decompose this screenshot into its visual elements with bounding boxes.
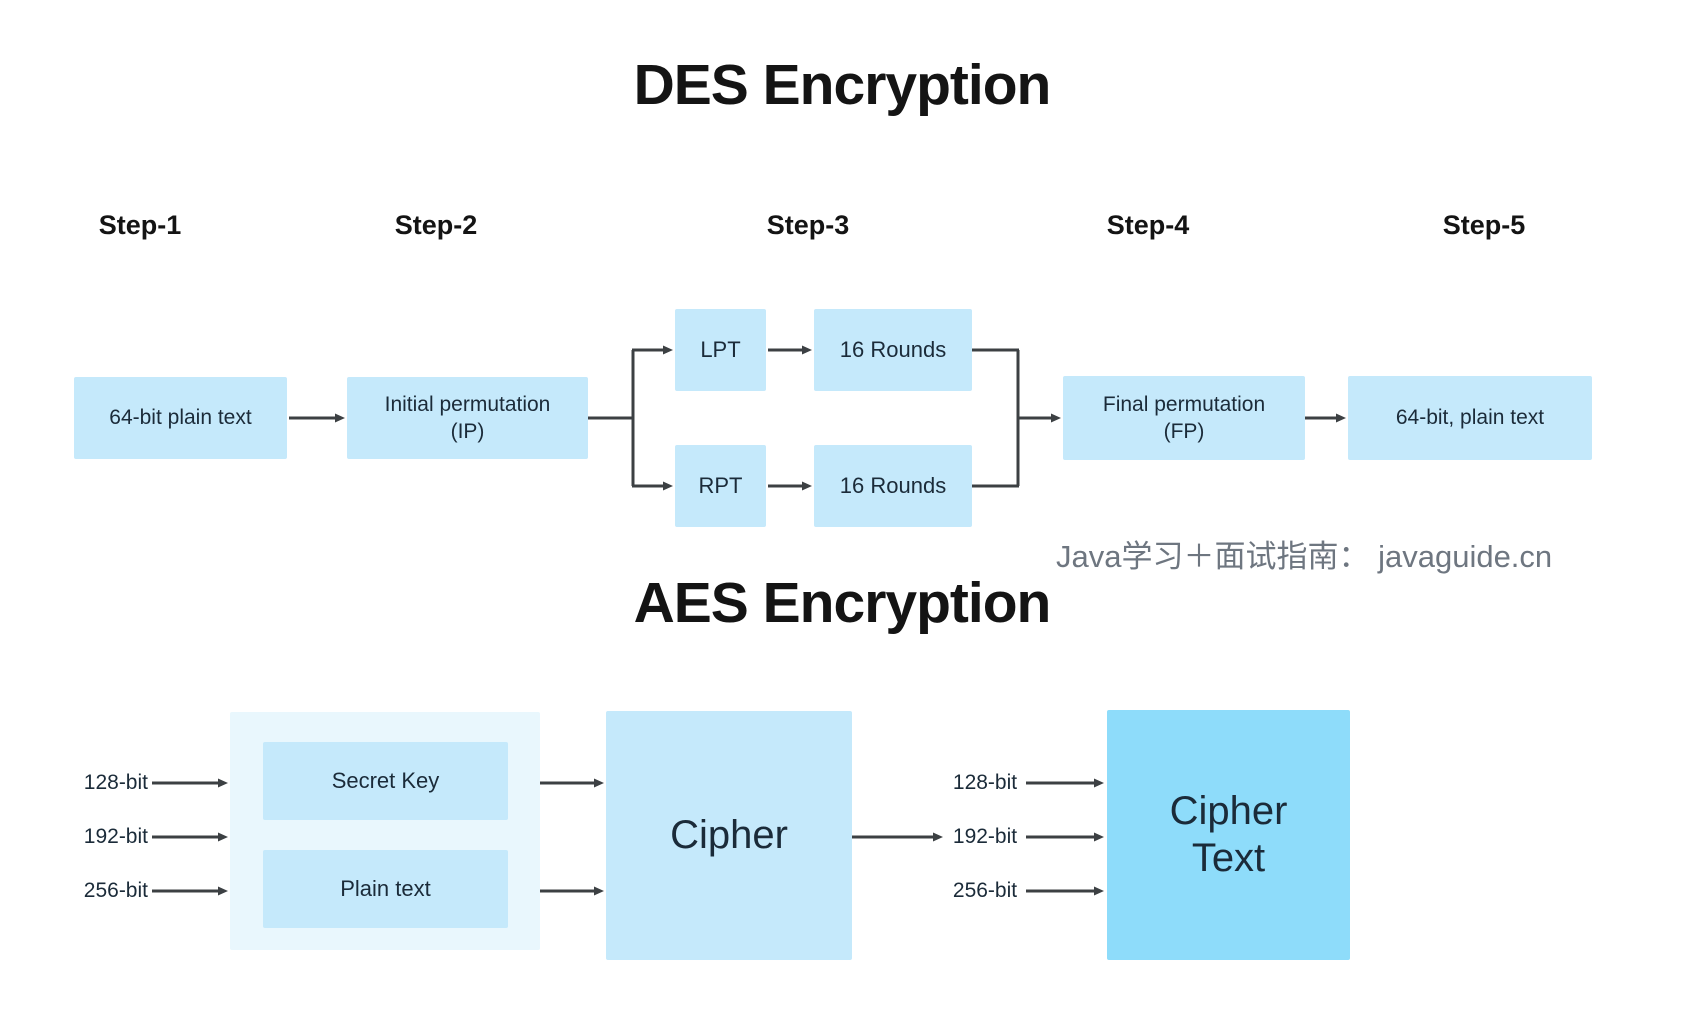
node-lpt: LPT (675, 309, 766, 391)
node-label: LPT (700, 336, 741, 362)
node-cipher: Cipher (606, 711, 852, 960)
aes-right-keysize-192: 192-bit (952, 825, 1018, 848)
aes-right-keysize-128: 128-bit (952, 771, 1018, 794)
step-1-label: Step-1 (98, 210, 182, 240)
node-label-line1: Initial permutation (384, 392, 551, 416)
node-label-line1: Cipher (1169, 788, 1288, 833)
node-initial-permutation: Initial permutation (IP) (347, 377, 588, 459)
node-label: Plain text (340, 875, 431, 901)
node-label-line1: Final permutation (1102, 392, 1266, 416)
node-label: 16 Rounds (839, 472, 947, 498)
node-label: Secret Key (331, 767, 440, 793)
aes-right-keysize-256: 256-bit (952, 879, 1018, 902)
node-label: 64-bit, plain text (1395, 406, 1545, 430)
node-label: Cipher (670, 812, 788, 857)
node-secret-key: Secret Key (263, 742, 508, 820)
node-final-permutation: Final permutation (FP) (1063, 376, 1305, 460)
node-label: RPT (698, 472, 743, 498)
node-label-line2: (IP) (450, 420, 485, 443)
aes-left-keysize-256: 256-bit (83, 879, 148, 902)
des-title: DES Encryption (633, 53, 1052, 117)
aes-left-keysize-192: 192-bit (83, 825, 148, 848)
aes-left-keysize-128: 128-bit (83, 771, 148, 794)
step-4-label: Step-4 (1106, 210, 1190, 240)
node-16-rounds-top: 16 Rounds (814, 309, 972, 391)
watermark-text: Java学习＋面试指南： javaguide.cn (1056, 539, 1553, 574)
aes-title: AES Encryption (633, 571, 1052, 635)
node-plain-text: Plain text (263, 850, 508, 928)
step-3-label: Step-3 (766, 210, 850, 240)
step-2-label: Step-2 (394, 210, 478, 240)
node-64bit-plain-text-output: 64-bit, plain text (1348, 376, 1592, 460)
node-cipher-text: Cipher Text (1107, 710, 1350, 960)
node-label-line2: Text (1191, 836, 1266, 880)
node-rpt: RPT (675, 445, 766, 527)
node-64bit-plain-text-input: 64-bit plain text (74, 377, 287, 459)
node-label: 64-bit plain text (109, 406, 252, 430)
node-16-rounds-bottom: 16 Rounds (814, 445, 972, 527)
step-5-label: Step-5 (1442, 210, 1526, 240)
node-label: 16 Rounds (839, 336, 947, 362)
node-label-line2: (FP) (1163, 420, 1205, 443)
